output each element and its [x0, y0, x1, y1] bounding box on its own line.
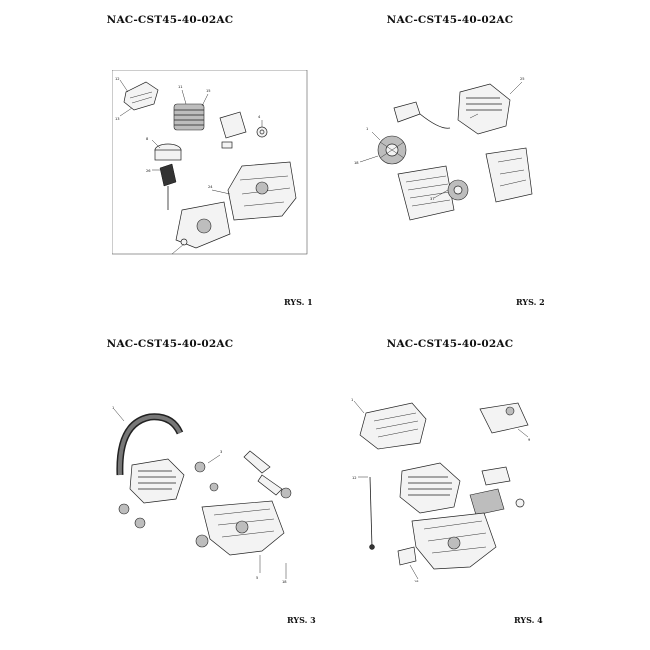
figure-4-drawing: 1 9 12 18 [351, 398, 531, 582]
figure-2: NAC-CST45-40-02AC 1 18 25 37 RYS. 2 [325, 0, 650, 325]
svg-text:37: 37 [430, 197, 435, 201]
carburetor [469, 488, 505, 516]
cylinder-cover [123, 81, 159, 111]
figure-3: NAC-CST45-40-02AC 1 3 5 18 RYS. 3 [0, 325, 325, 650]
svg-text:12: 12 [352, 476, 357, 480]
svg-text:5: 5 [256, 576, 258, 580]
svg-text:1: 1 [112, 406, 114, 410]
svg-text:1: 1 [351, 398, 353, 402]
cylinder [173, 103, 205, 131]
figure-1-drawing: 12 13 11 15 4 8 26 24 [112, 70, 308, 255]
svg-text:1: 1 [366, 127, 368, 131]
figure-1: NAC-CST45-40-02AC 12 13 11 15 4 8 [0, 0, 325, 325]
crankshaft [159, 163, 177, 187]
figure-3-drawing: 1 3 5 18 [112, 406, 292, 583]
svg-text:18: 18 [354, 161, 359, 165]
figure-1-label: RYS. 1 [284, 297, 313, 307]
figure-2-label: RYS. 2 [516, 297, 545, 307]
figure-2-title: NAC-CST45-40-02AC [386, 14, 514, 26]
figure-1-title: NAC-CST45-40-02AC [106, 14, 234, 26]
gear [194, 461, 206, 473]
figure-3-label: RYS. 3 [287, 615, 316, 625]
air-filter [481, 466, 511, 486]
brake-lever [243, 450, 271, 474]
svg-text:9: 9 [528, 438, 531, 442]
engine-unit [129, 458, 185, 504]
svg-text:26: 26 [146, 169, 151, 173]
svg-text:18: 18 [282, 580, 287, 583]
engine-block [457, 83, 511, 135]
muffler-plate [219, 111, 247, 139]
air-filter-cover [479, 402, 529, 434]
svg-text:3: 3 [220, 450, 222, 454]
oil-pump [397, 546, 417, 566]
svg-text:4: 4 [258, 115, 261, 119]
fan-cover [485, 147, 533, 203]
gasket [221, 141, 233, 149]
svg-text:24: 24 [208, 185, 213, 189]
figure-4: NAC-CST45-40-02AC 1 9 12 18 RYS. 4 [325, 325, 650, 650]
fuel-line [369, 476, 373, 548]
figure-2-drawing: 1 18 25 37 [354, 77, 533, 221]
svg-text:18: 18 [414, 580, 419, 582]
svg-text:12: 12 [115, 77, 120, 81]
svg-text:25: 25 [520, 77, 525, 81]
svg-text:8: 8 [146, 137, 149, 141]
figure-1-frame [112, 70, 308, 255]
ignition-coil [393, 101, 421, 123]
engine-block [399, 462, 461, 514]
starter-housing [397, 165, 455, 221]
figure-3-title: NAC-CST45-40-02AC [106, 338, 234, 350]
figure-4-title: NAC-CST45-40-02AC [386, 338, 514, 350]
svg-text:15: 15 [206, 89, 211, 93]
svg-text:13: 13 [115, 117, 120, 121]
svg-text:11: 11 [178, 85, 183, 89]
figure-4-label: RYS. 4 [514, 615, 543, 625]
